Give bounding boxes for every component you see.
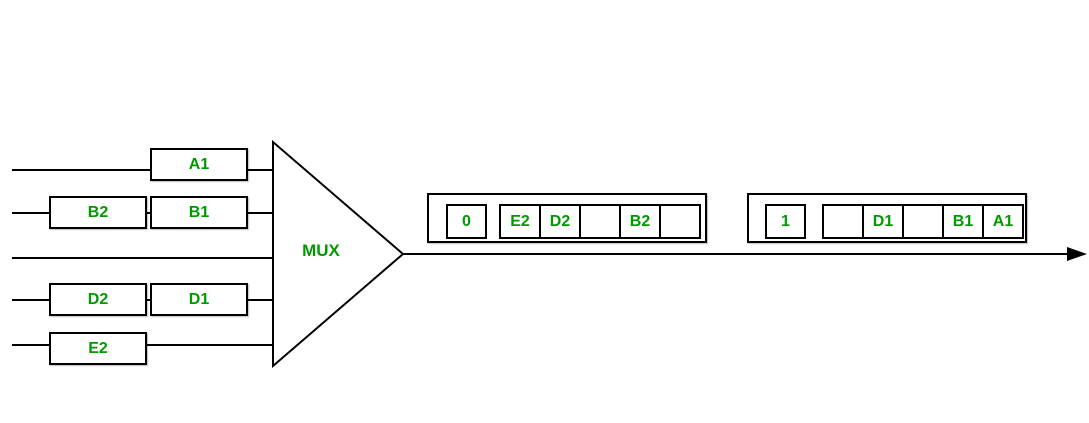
frame-1-slot-2: D1 [864, 206, 904, 237]
arrow-right-icon [1067, 247, 1087, 261]
data-unit-box-b2: B2 [49, 196, 147, 229]
mux-label: MUX [302, 241, 340, 260]
frame-0: 0 E2 D2 B2 [427, 193, 707, 243]
input-line-1 [12, 169, 273, 171]
frame-1-number-box: 1 [765, 204, 806, 239]
frame-1: 1 D1 B1 A1 [747, 193, 1027, 243]
frame-0-slots: E2 D2 B2 [499, 204, 701, 239]
frame-0-slot-1: E2 [501, 206, 541, 237]
frame-1-slot-5: A1 [992, 212, 1014, 230]
frame-0-slot-2: D2 [541, 206, 581, 237]
output-line [403, 253, 1071, 255]
frame-0-slot-5 [661, 206, 699, 237]
frame-0-slot-4: B2 [621, 206, 661, 237]
data-unit-box-b1: B1 [150, 196, 248, 229]
frame-1-slot-4: B1 [944, 206, 984, 237]
input-line-3 [12, 257, 273, 259]
frame-1-slot-3 [904, 206, 944, 237]
data-unit-box-d1: D1 [150, 283, 248, 316]
data-unit-box-d2: D2 [49, 283, 147, 316]
data-unit-box-a1: A1 [150, 148, 248, 181]
frame-0-number-box: 0 [446, 204, 487, 239]
frame-1-slot-1 [824, 206, 864, 237]
mux-triangle [272, 139, 405, 369]
frame-0-slot-3 [581, 206, 621, 237]
frame-1-slots: D1 B1 A1 [822, 204, 1024, 239]
data-unit-box-e2: E2 [49, 332, 147, 365]
